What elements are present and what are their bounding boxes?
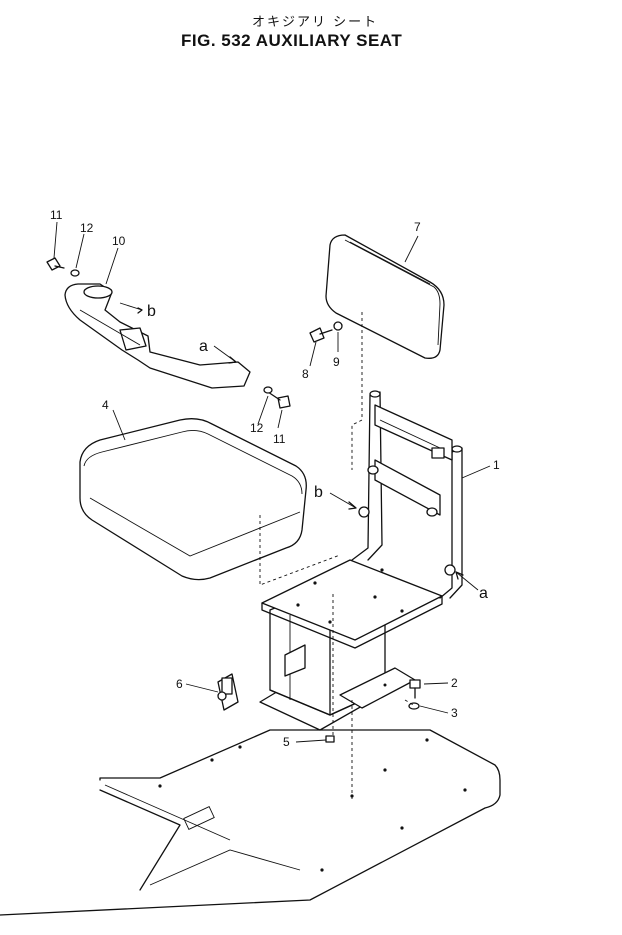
arrow-b-bracket [137, 307, 143, 314]
arrow-b-frame [348, 501, 357, 510]
bolt-11-top [46, 257, 65, 271]
leader-lines [53, 221, 491, 743]
callout-11-top: 11 [50, 208, 63, 222]
connector-b-bracket: b [147, 303, 156, 320]
callout-8: 8 [302, 367, 309, 381]
arrow-a-frame [455, 571, 464, 580]
latch-fitting [217, 673, 239, 711]
callout-7: 7 [414, 220, 421, 234]
callout-12-bottom: 12 [250, 421, 264, 435]
callout-1: 1 [493, 458, 500, 472]
connector-a-frame: a [479, 585, 488, 602]
bolt-2 [409, 679, 421, 699]
connector-b-frame: b [314, 484, 323, 501]
mounting-bracket [64, 283, 251, 389]
figure-title: FIG. 532 AUXILIARY SEAT [181, 31, 402, 50]
assembly-line-backrest [351, 312, 363, 470]
callout-12-top: 12 [80, 221, 94, 235]
seat-cushion [79, 418, 307, 581]
assembly-line-cushion [259, 515, 341, 586]
assembly-line-3 [404, 699, 416, 707]
arrow-a-bracket [228, 356, 237, 364]
floor-plate [0, 729, 501, 916]
washer-9 [333, 321, 343, 331]
washer-12-top [70, 269, 80, 277]
callout-4: 4 [102, 398, 109, 412]
washer-12-bottom [263, 386, 273, 394]
callout-2: 2 [451, 676, 458, 690]
seat-pan-plate [261, 559, 443, 649]
bolt-11-bottom [267, 391, 291, 409]
bolt-8 [309, 327, 333, 343]
callout-5: 5 [283, 735, 290, 749]
backrest-cushion [325, 234, 445, 359]
washer-3 [408, 702, 420, 710]
seat-frame [351, 390, 463, 599]
title-japanese: オキジアリ シート [252, 15, 378, 30]
callout-6: 6 [176, 677, 183, 691]
screw-5 [325, 735, 335, 743]
callout-11-bottom: 11 [273, 432, 286, 446]
callout-3: 3 [451, 706, 458, 720]
connector-a-bracket: a [199, 338, 208, 355]
callout-10: 10 [112, 234, 126, 248]
callout-9: 9 [333, 355, 340, 369]
